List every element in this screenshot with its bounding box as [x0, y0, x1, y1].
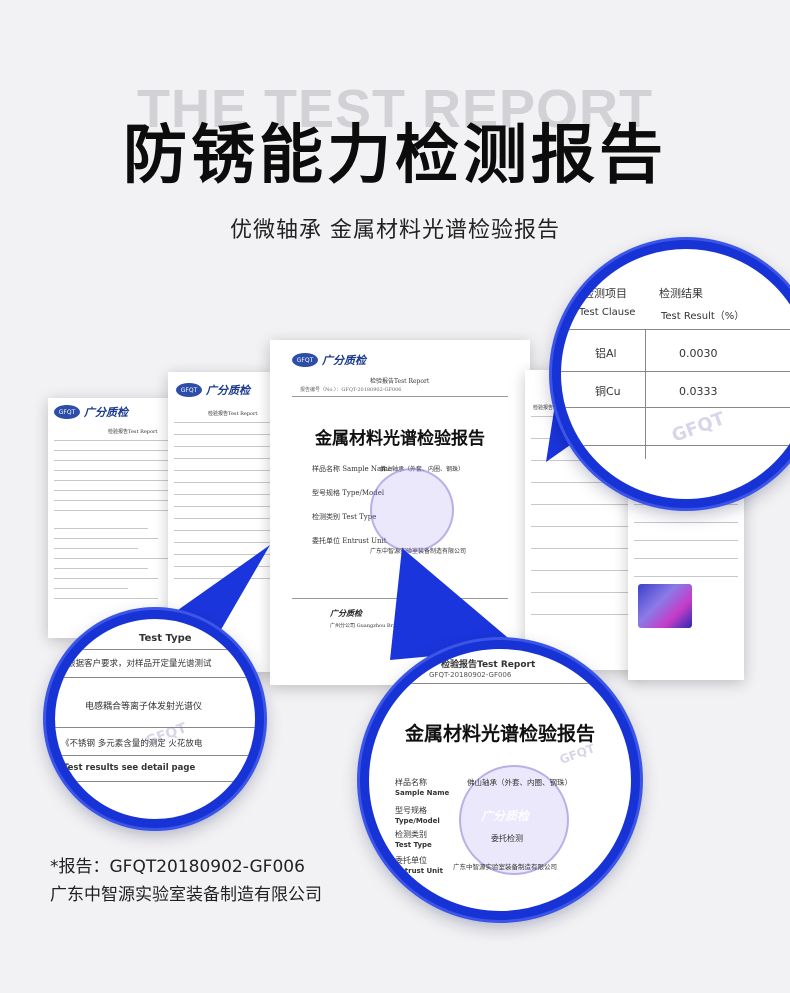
lens-left-line4: Test results see detail page [63, 763, 196, 773]
footer-logo-text: 广分质检 [330, 608, 362, 618]
page-subtitle: 优微轴承 金属材料光谱检验报告 [230, 218, 560, 243]
col-test-clause-en: Test Clause [579, 307, 636, 318]
footer-company: 广州分公司 Guangzhou Branch [330, 623, 406, 629]
col-test-result-cn: 检测结果 [659, 287, 703, 300]
report-logo: GFQT 广分质检 [176, 382, 250, 398]
field-sample-name-value: 佛山轴承（外套、内圈、钢珠） [467, 778, 572, 787]
field-test-type-value: 委托检测 [491, 834, 523, 843]
row-al-item: 铝Al [595, 347, 617, 360]
report-page-left: GFQT 广分质检 检验报告Test Report [48, 398, 178, 638]
report-label: 检验报告Test Report [108, 429, 158, 435]
lens-left-line3: 《不锈钢 多元素含量的测定 火花放电 [61, 739, 203, 749]
logo-text: 广分质检 [322, 354, 366, 367]
col-test-result-en: Test Result（%） [661, 311, 745, 322]
field-entrust-unit-cn: 委托单位 [395, 856, 427, 865]
magnifier-lens-results: 检测项目 检测结果 Test Clause Test Result（%） 铝Al… [552, 240, 790, 508]
logo-text: 广分质检 [206, 384, 250, 397]
field-entrust-unit: 委托单位 Entrust Unit [312, 537, 387, 545]
spectrum-image [638, 584, 692, 628]
background-caption: THE TEST REPORT [136, 79, 654, 139]
official-stamp [459, 765, 569, 875]
field-type-model-en: Type/Model [395, 817, 440, 825]
field-entrust-unit-en: Entrust Unit [395, 867, 443, 875]
field-sample-name-en: Sample Name [395, 789, 450, 797]
stamp-text: 广分质检 [481, 809, 530, 823]
lens-left-header: Test Type [139, 633, 192, 644]
lens-bottom-title: 金属材料光谱检验报告 [404, 723, 595, 745]
logo-text: 广分质检 [84, 406, 128, 419]
gfqt-badge: GFQT [292, 353, 318, 367]
magnifier-lens-test-type: Test Type 根据客户要求，对样品开定量光谱测试 电感耦合等离子体发射光谱… [46, 610, 264, 828]
report-title: 金属材料光谱检验报告 [315, 429, 485, 449]
report-label: 检验报告Test Report [208, 411, 258, 417]
company-name-note: 广东中智源实验室装备制造有限公司 [50, 885, 322, 905]
gfqt-badge: GFQT [54, 405, 80, 419]
row-al-value: 0.0030 [679, 347, 718, 360]
magnifier-lens-report-cover: 检验报告Test Report GFQT-20180902-GF006 金属材料… [360, 640, 640, 920]
report-number-note: *报告：GFQT20180902-GF006 [50, 857, 305, 877]
gfqt-badge: GFQT [176, 383, 202, 397]
lens-bottom-report-no: GFQT-20180902-GF006 [429, 671, 512, 679]
field-entrust-unit-value: 广东中智源实验室装备制造有限公司 [453, 863, 557, 871]
official-stamp [370, 468, 454, 552]
watermark: GFQT [669, 408, 728, 447]
field-sample-name: 样品名称 Sample Name [312, 465, 392, 473]
col-test-clause-cn: 检测项目 [583, 287, 627, 300]
report-logo: GFQT 广分质检 [54, 404, 128, 420]
report-label: 检验报告Test Report [370, 378, 430, 385]
field-test-type: 检测类别 Test Type [312, 513, 377, 521]
field-sample-name-cn: 样品名称 [395, 778, 427, 787]
field-type-model-cn: 型号规格 [395, 806, 427, 815]
row-cu-item: 铜Cu [595, 385, 621, 398]
report-logo: GFQT 广分质检 [292, 352, 366, 368]
lens-left-line1: 根据客户要求，对样品开定量光谱测试 [67, 659, 212, 669]
report-number: 报告编号（No.）：GFQT-20180902-GF006 [300, 387, 402, 393]
lens-left-line2: 电感耦合等离子体发射光谱仪 [85, 702, 203, 712]
field-test-type-en: Test Type [395, 841, 432, 849]
row-cu-value: 0.0333 [679, 385, 718, 398]
page-title: 防锈能力检测报告 [123, 119, 667, 193]
field-type-model: 型号规格 Type/Model [312, 489, 385, 497]
lens-bottom-report-label: 检验报告Test Report [441, 660, 536, 670]
report-page-center: GFQT 广分质检 检验报告Test Report 报告编号（No.）：GFQT… [270, 340, 530, 685]
field-test-type-cn: 检测类别 [395, 830, 427, 839]
